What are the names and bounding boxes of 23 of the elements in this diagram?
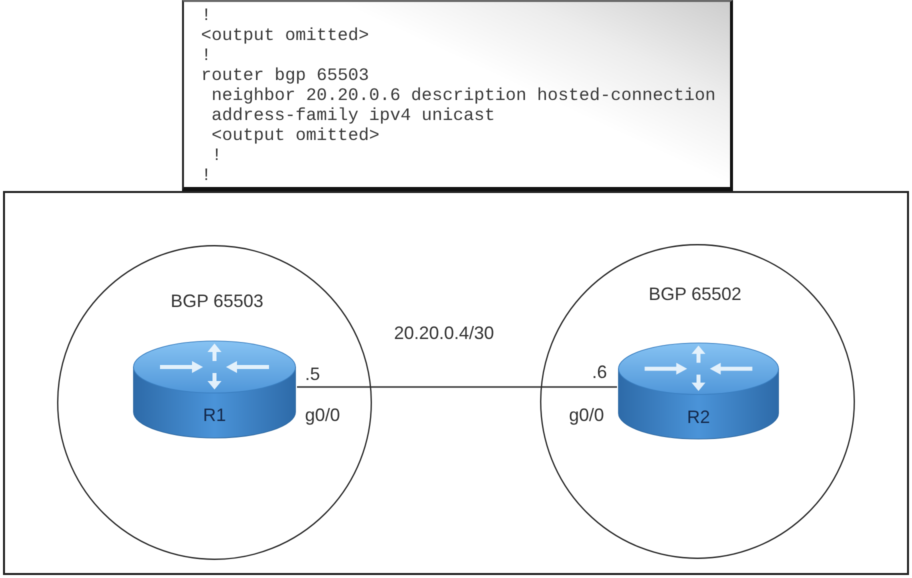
link-line <box>297 386 617 388</box>
code-panel <box>182 0 733 191</box>
interface-name: g0/0 <box>568 404 604 426</box>
router-label: R2 <box>687 406 710 428</box>
code-line: <output omitted> <box>212 126 380 146</box>
as-boundary-circle <box>540 244 855 559</box>
code-line: address-family ipv4 unicast <box>212 106 496 126</box>
interface-address: .6 <box>592 361 607 383</box>
code-line: <output omitted> <box>201 26 370 46</box>
code-line: neighbor 20.20.0.6 description hosted-connection <box>212 86 716 106</box>
code-line: ! <box>201 166 212 186</box>
diagram-frame <box>3 191 909 575</box>
code-line: router bgp 65503 <box>201 66 370 86</box>
interface-address: .5 <box>305 363 320 385</box>
interface-name: g0/0 <box>305 404 340 426</box>
as-label: BGP 65502 <box>648 283 742 305</box>
as-label: BGP 65503 <box>170 290 264 312</box>
code-line: ! <box>201 6 212 26</box>
code-line: ! <box>201 46 212 66</box>
edge-label: 20.20.0.4/30 <box>394 322 494 344</box>
code-line: ! <box>212 146 222 166</box>
as-boundary-circle <box>57 245 372 560</box>
router-label: R1 <box>203 404 226 426</box>
